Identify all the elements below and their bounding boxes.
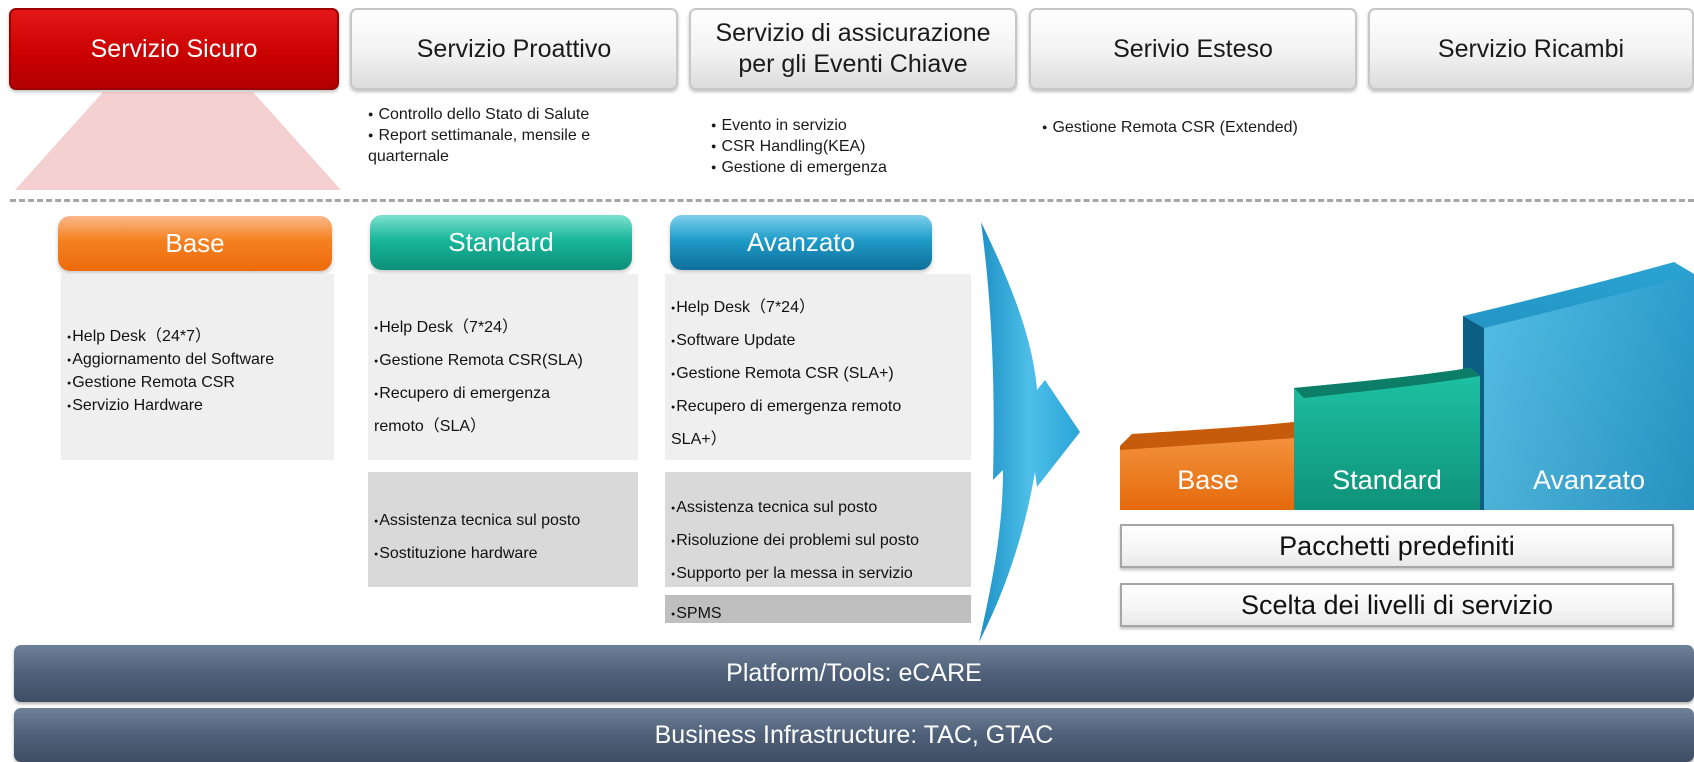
standard-onsite-panel: Assistenza tecnica sul posto Sostituzion…: [368, 472, 638, 587]
esteso-details: Gestione Remota CSR (Extended): [1042, 117, 1362, 138]
list-item: Gestione Remota CSR (SLA+): [671, 358, 965, 391]
list-item: Report settimanale, mensile e quarternal…: [368, 125, 658, 167]
list-item: Evento in servizio: [711, 115, 1011, 136]
tab-label: Servizio Proattivo: [416, 34, 612, 63]
eventi-chiave-details: Evento in servizio CSR Handling(KEA) Ges…: [711, 115, 1011, 178]
list-item: Help Desk（7*24）: [374, 312, 632, 345]
list-item: Help Desk（7*24）: [671, 292, 965, 325]
step-label-base: Base: [1177, 465, 1239, 495]
list-item: Gestione Remota CSR(SLA): [374, 345, 632, 378]
avanzato-extra-panel: SPMS: [665, 595, 971, 623]
list-item: SPMS: [671, 605, 965, 624]
section-divider: [10, 199, 1694, 202]
list-item: Assistenza tecnica sul posto: [671, 492, 965, 525]
list-item: Sostituzione hardware: [374, 538, 632, 571]
list-item: Servizio Hardware: [67, 395, 334, 418]
list-item: Recupero di emergenza remoto（SLA）: [374, 378, 604, 443]
list-item: Gestione Remota CSR (Extended): [1042, 117, 1362, 138]
level-title: Avanzato: [747, 227, 855, 257]
bar-label: Platform/Tools: eCARE: [726, 659, 982, 687]
step-label-avanzato: Avanzato: [1532, 465, 1646, 495]
service-level-steps: [1120, 262, 1694, 510]
bar-label: Business Infrastructure: TAC, GTAC: [654, 720, 1054, 749]
option-label: Pacchetti predefiniti: [1279, 530, 1515, 561]
list-item: Software Update: [671, 325, 965, 358]
list-item: Controllo dello Stato di Salute: [368, 104, 658, 125]
platform-tools-bar: Platform/Tools: eCARE: [14, 645, 1694, 702]
tab-servizio-esteso[interactable]: Serivio Esteso: [1029, 8, 1357, 90]
avanzato-onsite-list: Assistenza tecnica sul posto Risoluzione…: [665, 472, 971, 591]
step-label-standard: Standard: [1332, 465, 1442, 495]
level-standard-header: Standard: [370, 215, 632, 270]
standard-remote-list: Help Desk（7*24） Gestione Remota CSR(SLA)…: [368, 274, 638, 443]
avanzato-remote-list: Help Desk（7*24） Software Update Gestione…: [665, 274, 971, 456]
standard-remote-panel: Help Desk（7*24） Gestione Remota CSR(SLA)…: [368, 274, 638, 460]
tab-label: Servizio di assicurazione per gli Eventi…: [715, 19, 991, 78]
level-base-header: Base: [58, 216, 332, 271]
list-item: Recupero di emergenza remoto SLA+）: [671, 391, 941, 456]
tab-label: Serivio Esteso: [1113, 34, 1273, 63]
list-item: Risoluzione dei problemi sul posto: [671, 525, 965, 558]
avanzato-remote-panel: Help Desk（7*24） Software Update Gestione…: [665, 274, 971, 460]
list-item: CSR Handling(KEA): [711, 136, 1011, 157]
option-scelta-livelli[interactable]: Scelta dei livelli di servizio: [1120, 583, 1674, 627]
proattivo-details: Controllo dello Stato di Salute Report s…: [368, 104, 658, 167]
curved-arrow-icon: [979, 222, 1080, 642]
level-title: Standard: [448, 227, 554, 257]
list-item: Gestione Remota CSR: [67, 372, 334, 395]
list-item: Gestione di emergenza: [711, 157, 1011, 178]
tab-servizio-proattivo[interactable]: Servizio Proattivo: [350, 8, 678, 90]
avanzato-extra-list: SPMS: [665, 595, 971, 624]
avanzato-onsite-panel: Assistenza tecnica sul posto Risoluzione…: [665, 472, 971, 587]
tab-servizio-eventi-chiave[interactable]: Servizio di assicurazione per gli Eventi…: [689, 8, 1017, 90]
tab-servizio-ricambi[interactable]: Servizio Ricambi: [1368, 8, 1694, 90]
active-tab-expansion-shape: [15, 92, 341, 190]
list-item: Assistenza tecnica sul posto: [374, 505, 632, 538]
base-remote-panel: Help Desk（24*7） Aggiornamento del Softwa…: [61, 274, 334, 460]
tab-label: Servizio Sicuro: [90, 34, 258, 63]
level-avanzato-header: Avanzato: [670, 215, 932, 270]
business-infrastructure-bar: Business Infrastructure: TAC, GTAC: [14, 708, 1694, 762]
level-title: Base: [165, 228, 225, 258]
tab-label: Servizio Ricambi: [1437, 34, 1625, 63]
option-label: Scelta dei livelli di servizio: [1240, 589, 1554, 620]
base-remote-list: Help Desk（24*7） Aggiornamento del Softwa…: [61, 274, 334, 418]
list-item: Supporto per la messa in servizio: [671, 558, 965, 591]
list-item: Help Desk（24*7）: [67, 326, 334, 349]
option-pacchetti-predefiniti[interactable]: Pacchetti predefiniti: [1120, 524, 1674, 568]
standard-onsite-list: Assistenza tecnica sul posto Sostituzion…: [368, 472, 638, 571]
list-item: Aggiornamento del Software: [67, 349, 334, 372]
tab-servizio-sicuro[interactable]: Servizio Sicuro: [9, 8, 339, 90]
